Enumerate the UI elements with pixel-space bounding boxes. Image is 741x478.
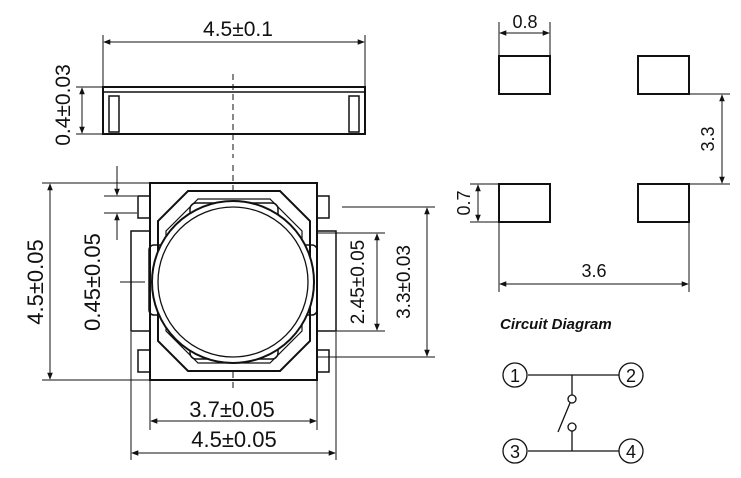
top-width-label: 4.5±0.1 (203, 18, 273, 41)
circuit-diagram-title: Circuit Diagram (500, 316, 612, 333)
pin-3-label: 3 (510, 442, 520, 462)
pin-1-marker (502, 362, 528, 388)
body-width-label: 4.5±0.05 (191, 427, 276, 452)
body-height-label: 4.5±0.05 (23, 239, 48, 324)
pin-4-marker (618, 438, 644, 464)
top-height-label: 0.4±0.03 (52, 64, 75, 146)
pin-4-label: 4 (626, 442, 636, 462)
circuit-diagram (502, 362, 644, 464)
pad-vertical-pitch-label: 3.3 (698, 126, 718, 151)
pad-horizontal-pitch-label: 3.6 (581, 261, 606, 281)
side-view (76, 35, 366, 158)
terminal-height-label: 0.45±0.05 (80, 233, 105, 331)
pad-width-label: 0.8 (512, 12, 537, 32)
front-view (42, 165, 435, 460)
pin-2-marker (618, 362, 644, 388)
inner-height-b-label: 3.3±0.03 (394, 245, 415, 319)
pin-1-label: 1 (510, 366, 520, 386)
pin-3-marker (502, 438, 528, 464)
inner-width-label: 3.7±0.05 (189, 397, 274, 422)
pad-height-label: 0.7 (454, 190, 474, 215)
pin-2-label: 2 (626, 366, 636, 386)
pad-layout (470, 22, 730, 292)
inner-height-a-label: 2.45±0.05 (348, 240, 369, 324)
